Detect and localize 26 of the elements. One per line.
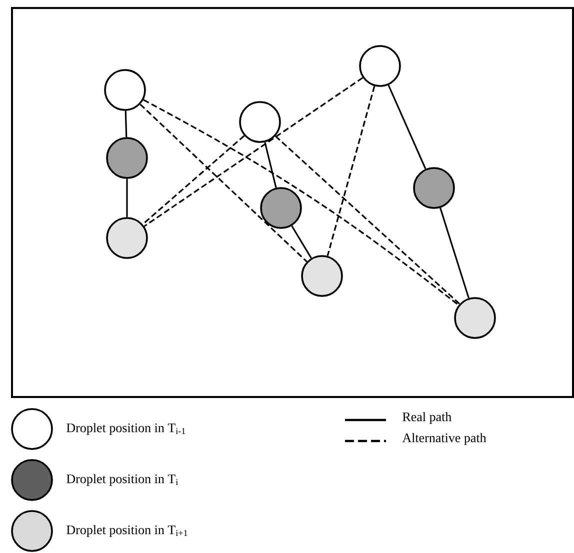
dashed-path-line bbox=[143, 99, 460, 306]
dashed-path-line bbox=[142, 135, 245, 225]
droplet-circle bbox=[301, 255, 343, 297]
legend-text: Droplet position in T$_{i+1}$ bbox=[66, 525, 188, 537]
legend-text: Droplet position in T$_{i-1}$ bbox=[66, 423, 186, 435]
droplet-circle bbox=[454, 297, 496, 339]
dashed-path-line bbox=[144, 77, 364, 227]
path-line bbox=[291, 225, 312, 258]
droplet-circle bbox=[106, 137, 148, 179]
droplet-circle bbox=[104, 69, 146, 111]
dashed-path-line bbox=[326, 86, 376, 256]
droplet-circle bbox=[413, 167, 455, 209]
droplet-circle bbox=[359, 45, 401, 87]
droplet-circle bbox=[260, 187, 302, 229]
legend-text: Droplet position in T$_{i}$ bbox=[66, 474, 178, 486]
dashed-path-line bbox=[274, 135, 460, 304]
path-line bbox=[124, 110, 128, 138]
droplet-circle bbox=[106, 217, 148, 259]
dashed-path-line bbox=[140, 104, 308, 262]
legend-text: Real path bbox=[402, 412, 452, 424]
droplet-circle bbox=[239, 101, 281, 143]
legend-text: Alternative path bbox=[402, 433, 486, 445]
path-line bbox=[126, 178, 128, 218]
path-line bbox=[264, 142, 277, 188]
path-line bbox=[440, 208, 470, 298]
path-line bbox=[388, 84, 426, 170]
